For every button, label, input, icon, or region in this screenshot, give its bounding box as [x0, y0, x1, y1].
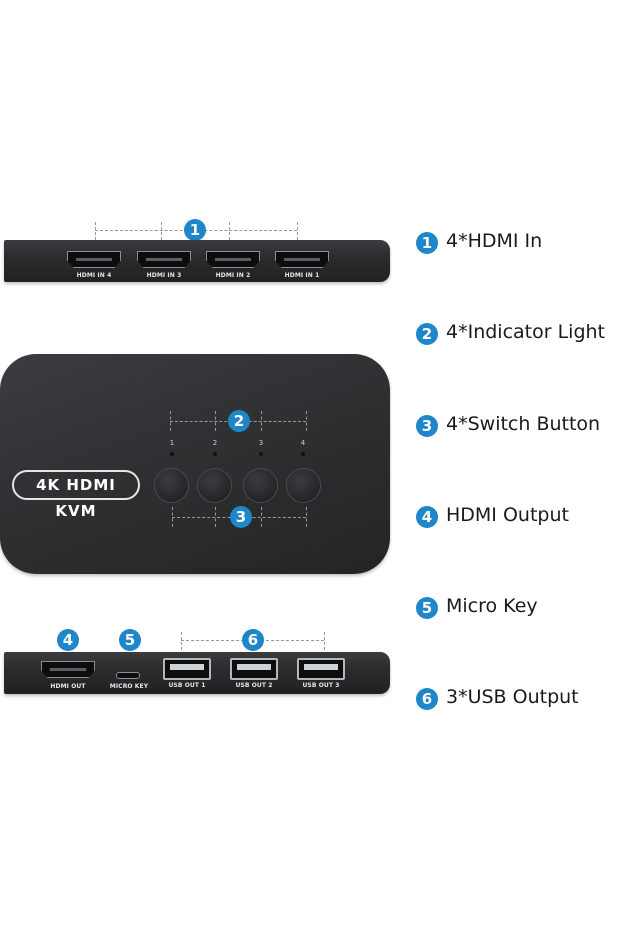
indicator-led-4	[301, 452, 305, 456]
usb-out-2-label: USB OUT 2	[235, 682, 273, 689]
hdmi-in-4-port	[67, 251, 121, 268]
badge-2: 2	[228, 410, 250, 432]
usb-out-3-label: USB OUT 3	[302, 682, 340, 689]
switch-button-2[interactable]	[198, 469, 231, 502]
hdmi-in-4-label: HDMI IN 4	[76, 272, 112, 279]
hdmi-in-3-label: HDMI IN 3	[146, 272, 182, 279]
hdmi-out-label: HDMI OUT	[50, 683, 86, 690]
callout-tick	[215, 411, 216, 431]
callout-tick	[95, 222, 96, 240]
switch-front-panel-outputs: HDMI OUT MICRO KEY USB OUT 1 USB OUT 2 U…	[4, 652, 390, 694]
badge-1: 1	[184, 219, 206, 241]
switch-button-3[interactable]	[244, 469, 277, 502]
micro-key-port	[116, 672, 140, 679]
switch-front-panel-inputs: HDMI IN 4 HDMI IN 3 HDMI IN 2 HDMI IN 1	[4, 240, 390, 282]
led-number-2: 2	[212, 439, 218, 447]
legend-text-hdmi-in: 4*HDMI In	[446, 230, 543, 252]
led-number-1: 1	[169, 439, 175, 447]
legend-text-switch-button: 4*Switch Button	[446, 413, 601, 435]
legend-text-indicator-light: 4*Indicator Light	[446, 321, 606, 343]
callout-tick	[229, 222, 230, 240]
usb-out-2-port	[230, 658, 278, 680]
badge-3: 3	[230, 506, 252, 528]
indicator-led-1	[170, 452, 174, 456]
usb-out-3-port	[297, 658, 345, 680]
callout-tick	[181, 632, 182, 650]
legend-badge-4: 4	[416, 506, 438, 528]
callout-tick	[215, 507, 216, 527]
legend-badge-3: 3	[416, 415, 438, 437]
callout-tick	[170, 411, 171, 431]
usb-out-1-port	[163, 658, 211, 680]
micro-key-label: MICRO KEY	[109, 683, 149, 690]
hdmi-in-3-port	[137, 251, 191, 268]
hdmi-in-2-label: HDMI IN 2	[215, 272, 251, 279]
switch-button-1[interactable]	[155, 469, 188, 502]
legend-text-micro-key: Micro Key	[446, 595, 538, 617]
indicator-led-3	[259, 452, 263, 456]
callout-tick	[297, 222, 298, 240]
kvm-logo: 4K HDMI KVM	[12, 470, 140, 520]
badge-4: 4	[57, 629, 79, 651]
switch-button-4[interactable]	[287, 469, 320, 502]
indicator-led-2	[213, 452, 217, 456]
led-number-3: 3	[258, 439, 264, 447]
legend-badge-6: 6	[416, 688, 438, 710]
switch-top-view	[0, 354, 390, 574]
legend-text-usb-output: 3*USB Output	[446, 686, 579, 708]
callout-tick	[306, 507, 307, 527]
legend-badge-5: 5	[416, 597, 438, 619]
usb-out-1-label: USB OUT 1	[168, 682, 206, 689]
hdmi-in-1-label: HDMI IN 1	[284, 272, 320, 279]
legend-badge-1: 1	[416, 232, 438, 254]
hdmi-out-port	[41, 661, 95, 678]
hdmi-in-2-port	[206, 251, 260, 268]
led-number-4: 4	[300, 439, 306, 447]
callout-tick	[261, 411, 262, 431]
badge-5: 5	[119, 629, 141, 651]
legend-badge-2: 2	[416, 323, 438, 345]
callout-tick	[161, 222, 162, 240]
badge-6: 6	[242, 629, 264, 651]
legend-text-hdmi-output: HDMI Output	[446, 504, 569, 526]
callout-tick	[324, 632, 325, 650]
hdmi-in-1-port	[275, 251, 329, 268]
callout-tick	[261, 507, 262, 527]
callout-tick	[306, 411, 307, 431]
callout-tick	[172, 507, 173, 527]
